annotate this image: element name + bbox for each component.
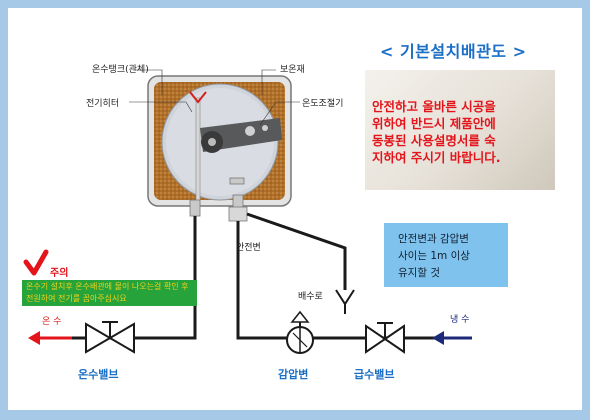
warning-line: 안전하고 올바른 시공을	[372, 99, 496, 114]
check-mark-icon	[23, 249, 49, 276]
warning-line: 위하여 반드시 제품안에	[372, 116, 496, 131]
hot-valve-label: 온수밸브	[78, 368, 119, 381]
supply-valve-icon	[365, 322, 405, 354]
safety-note: 안전변과 감압변 사이는 1m 이상 유지할 것	[398, 231, 470, 282]
insulation-label: 보온재	[280, 65, 305, 75]
pressure-reducing-valve-icon	[286, 310, 314, 354]
tank-label: 온수탱크(관체)	[92, 65, 149, 75]
supply-valve-label: 급수밸브	[354, 368, 395, 381]
drain-pipe	[246, 212, 347, 290]
pressure-valve-label: 감압변	[278, 368, 309, 381]
caution-label: 주의	[50, 268, 69, 279]
thermostat-label: 온도조절기	[302, 99, 344, 109]
safety-valve-body	[228, 206, 248, 222]
warning-line: 지하여 주시기 바랍니다.	[372, 150, 501, 165]
hot-water-valve-icon	[85, 321, 135, 354]
drain-funnel	[335, 289, 355, 306]
warning-line: 동봉된 사용설명서를 숙	[372, 133, 496, 148]
hot-water-arrow-icon	[28, 331, 72, 345]
warning-message: 안전하고 올바른 시공을 위하여 반드시 제품안에 동봉된 사용설명서를 숙 지…	[372, 98, 552, 166]
safety-note-line: 사이는 1m 이상	[398, 250, 470, 262]
safety-note-line: 유지할 것	[398, 267, 440, 279]
warning-photo	[365, 70, 555, 190]
safety-note-line: 안전변과 감압변	[398, 233, 469, 245]
heater-label: 전기히터	[86, 99, 120, 109]
drain-label: 배수로	[298, 292, 323, 302]
cold-water-label: 냉 수	[450, 315, 470, 325]
caution-box	[22, 280, 197, 306]
thermostat-arm	[200, 118, 282, 153]
caution-text: 온수기 설치후 온수배관에 물이 나오는걸 확인 후 전원하여 전기를 꼽아주십…	[26, 282, 189, 303]
cold-water-arrow-icon	[432, 331, 472, 345]
page-title: < 기본설치배관도 >	[380, 42, 527, 61]
hot-water-label: 온 수	[42, 317, 62, 327]
safety-valve-label: 안전변	[236, 243, 261, 253]
safety-note-box	[384, 223, 508, 287]
